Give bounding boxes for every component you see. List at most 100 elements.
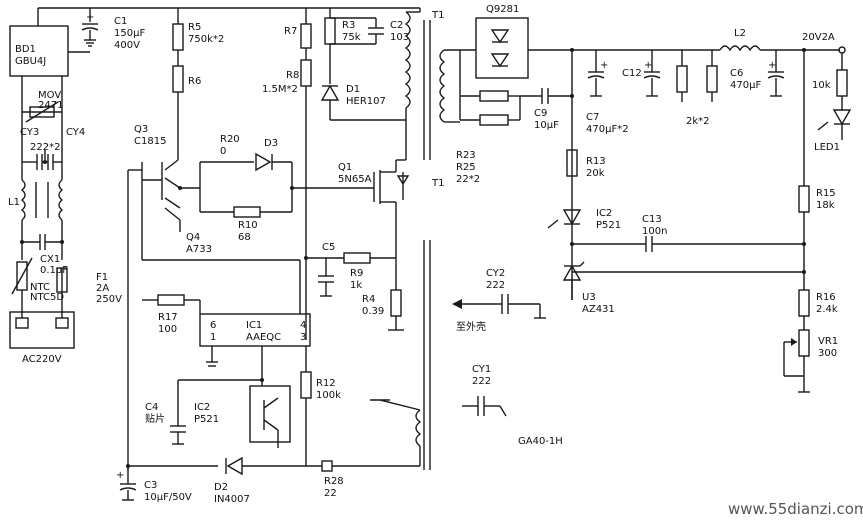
cy4-label: CY4 bbox=[66, 127, 85, 138]
r25-label: R25 bbox=[456, 162, 476, 173]
inductor-l2 bbox=[719, 45, 761, 52]
ntc-thermistor bbox=[11, 257, 33, 295]
r5-value: 750k*2 bbox=[188, 34, 224, 45]
capacitor-c1 bbox=[81, 23, 99, 47]
c2-label: C2 bbox=[390, 20, 403, 31]
svg-text:+: + bbox=[768, 60, 776, 71]
c12-label: C12 bbox=[622, 68, 642, 79]
c13-value: 100n bbox=[642, 226, 667, 237]
resistor-r28 bbox=[321, 460, 333, 472]
c13-label: C13 bbox=[642, 214, 662, 225]
watermark: www.55dianzi.com bbox=[728, 500, 863, 518]
rload-value: 2k*2 bbox=[686, 116, 710, 127]
r15-label: R15 bbox=[816, 188, 836, 199]
q3-label: Q3 bbox=[134, 124, 148, 135]
r16-label: R16 bbox=[816, 292, 836, 303]
cy34-value: 222*2 bbox=[30, 142, 60, 153]
cx1-label: CX1 bbox=[40, 254, 60, 265]
resistor-r3 bbox=[324, 17, 336, 45]
svg-text:+: + bbox=[644, 60, 652, 71]
c1-value2: 400V bbox=[114, 40, 140, 51]
bd1-part: GBU4J bbox=[15, 56, 46, 67]
r16-value: 2.4k bbox=[816, 304, 838, 315]
c1-label: C1 bbox=[114, 16, 127, 27]
ic2-label: IC2 bbox=[596, 208, 612, 219]
d2-label: D2 bbox=[214, 482, 228, 493]
q4-label: Q4 bbox=[186, 232, 200, 243]
r10-value: 68 bbox=[238, 232, 251, 243]
cy2-label: CY2 bbox=[486, 268, 505, 279]
r-led-value: 10k bbox=[812, 80, 831, 91]
mov-label: MOV bbox=[38, 90, 61, 101]
cy2-value: 222 bbox=[486, 280, 505, 291]
f1-value-v: 250V bbox=[96, 294, 122, 305]
ic1-part: AAEQC bbox=[246, 332, 281, 343]
c7-value: 470μF*2 bbox=[586, 124, 629, 135]
c6-label: C6 bbox=[730, 68, 743, 79]
r23-label: R23 bbox=[456, 150, 476, 161]
r20-value: 0 bbox=[220, 146, 226, 157]
mov-value: 2471 bbox=[38, 100, 63, 111]
svg-text:+: + bbox=[86, 12, 94, 23]
r6-label: R6 bbox=[188, 76, 201, 87]
ic1-pin6: 6 bbox=[210, 320, 216, 331]
r5-label: R5 bbox=[188, 22, 201, 33]
bd1-label: BD1 bbox=[15, 44, 36, 55]
vr1-label: VR1 bbox=[818, 336, 838, 347]
d1-part: HER107 bbox=[346, 96, 386, 107]
resistor-r8 bbox=[300, 59, 312, 87]
ntc-label: NTC bbox=[30, 282, 50, 293]
svg-text:+: + bbox=[116, 470, 124, 481]
cx1-value: 0.1μF bbox=[40, 265, 68, 276]
diode-d3 bbox=[255, 152, 273, 172]
resistor-r7 bbox=[300, 23, 312, 49]
mov-varistor bbox=[25, 101, 59, 123]
r4-value: 0.39 bbox=[362, 306, 384, 317]
f1-value-a: 2A bbox=[96, 283, 109, 294]
ic2b-label: IC2 bbox=[194, 402, 210, 413]
r4-label: R4 bbox=[362, 294, 375, 305]
ic1-pin3: 3 bbox=[300, 332, 306, 343]
resistor-r9 bbox=[343, 252, 371, 264]
d1-label: D1 bbox=[346, 84, 360, 95]
r12-value: 100k bbox=[316, 390, 341, 401]
ic1-pin1: 1 bbox=[210, 332, 216, 343]
resistor-2k-b bbox=[706, 65, 718, 93]
l1-label: L1 bbox=[8, 197, 20, 208]
q1-label: Q1 bbox=[338, 162, 352, 173]
r7-label: R7 bbox=[284, 26, 297, 37]
resistor-2k-a bbox=[676, 65, 688, 93]
c5-label: C5 bbox=[322, 242, 335, 253]
ic1-label: IC1 bbox=[246, 320, 262, 331]
c6-value: 470μF bbox=[730, 80, 761, 91]
resistor-r15 bbox=[798, 185, 810, 213]
c7-label: C7 bbox=[586, 112, 599, 123]
resistor-r12 bbox=[300, 371, 312, 399]
c9-label: C9 bbox=[534, 108, 547, 119]
r3-label: R3 bbox=[342, 20, 355, 31]
capacitor-c3 bbox=[119, 483, 137, 501]
r8-label: R8 bbox=[286, 70, 299, 81]
ic2b-part: P521 bbox=[194, 414, 219, 425]
transistor-q3 bbox=[161, 150, 181, 200]
f1-label: F1 bbox=[96, 272, 108, 283]
c1-value1: 150μF bbox=[114, 28, 145, 39]
mosfet-q1 bbox=[373, 160, 410, 290]
r3-value: 75k bbox=[342, 32, 361, 43]
r28-label: R28 bbox=[324, 476, 344, 487]
ac-input-connector bbox=[9, 311, 75, 349]
r20-label: R20 bbox=[220, 134, 240, 145]
r8-value: 1.5M*2 bbox=[262, 84, 298, 95]
c4-label: C4 bbox=[145, 402, 158, 413]
c3-value: 10μF/50V bbox=[144, 492, 192, 503]
resistor-r6 bbox=[172, 65, 184, 93]
resistor-r17 bbox=[157, 294, 185, 306]
bridge-rectifier-bd1 bbox=[9, 7, 90, 77]
resistor-r4 bbox=[390, 289, 402, 317]
resistor-r10 bbox=[233, 206, 261, 218]
cy1-value: 222 bbox=[472, 376, 491, 387]
d3-label: D3 bbox=[264, 138, 278, 149]
d2-part: IN4007 bbox=[214, 494, 250, 505]
auxiliary-winding bbox=[415, 409, 422, 447]
